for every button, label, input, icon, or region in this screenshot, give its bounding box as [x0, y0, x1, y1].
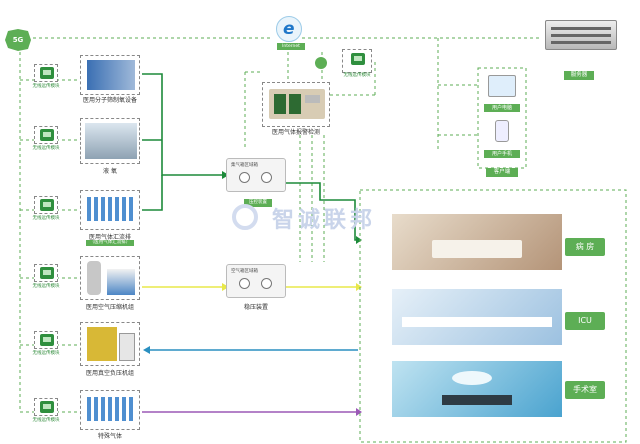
pressure-gauge-icon [261, 278, 272, 289]
room-image-surgery [392, 361, 562, 417]
pressure-gauge-icon [239, 278, 250, 289]
wireless-module-1 [34, 64, 58, 82]
valve-title-1: 集气箱区域箱 [231, 163, 258, 168]
source-label-2: 液 氧 [103, 168, 117, 175]
wireless-module-4 [34, 264, 58, 282]
wireless-tag-4: 无线远传模块 [32, 284, 60, 289]
room-label-icu: ICU [565, 312, 605, 330]
wireless-module-2 [34, 126, 58, 144]
source-box-3 [80, 190, 140, 230]
wireless-module-3 [34, 196, 58, 214]
room-image-ward [392, 214, 562, 270]
monitor-label: 医用气体报警检测 [271, 129, 320, 136]
valve-title-2: 空气箱区域箱 [231, 269, 258, 274]
source-label-1: 医用分子筛制氧设备 [82, 97, 137, 104]
pressure-gauge-icon [239, 172, 250, 183]
monitor-box [262, 82, 330, 127]
source-box-4 [80, 256, 140, 300]
source-label-5: 医用真空负压机组 [85, 370, 134, 377]
source-box-2 [80, 118, 140, 164]
valve-box-1: 集气箱区域箱 [226, 158, 286, 192]
user-pc-icon [488, 75, 516, 97]
valve-label-1: 压控装置 [244, 199, 272, 207]
source-label-3: 医用气体汇流排 [88, 234, 131, 241]
wireless-tag-1: 无线远传模块 [32, 84, 60, 89]
source-label-6: 特殊气体 [97, 433, 122, 440]
user-phone-label: 用户手机 [484, 150, 520, 158]
five-g-label: 5G [12, 36, 24, 44]
five-g-small-icon [315, 57, 327, 69]
wireless-tag-6: 无线远传模块 [32, 418, 60, 423]
wireless-module-5 [34, 331, 58, 349]
source-box-6 [80, 390, 140, 430]
internet-label: Internet [277, 43, 305, 50]
server-label: 服务器 [564, 71, 594, 80]
room-label-ward: 病 房 [565, 238, 605, 256]
wireless-module-top [342, 49, 372, 73]
client-title: 客户端 [486, 168, 518, 177]
wireless-tag: 无线远传模块 [343, 73, 371, 78]
wireless-module-6 [34, 398, 58, 416]
wireless-tag-3: 无线远传模块 [32, 216, 60, 221]
source-sub-3: （医用气体汇流排） [86, 240, 134, 246]
valve-label-2: 稳压装置 [243, 304, 268, 311]
user-phone-icon [495, 120, 509, 142]
source-label-4: 医用空气压缩机组 [85, 304, 134, 311]
brand-watermark: 智诚联邦 [272, 208, 377, 233]
wireless-tag-5: 无线远传模块 [32, 351, 60, 356]
internet-globe-icon: e [276, 16, 302, 42]
pressure-gauge-icon [261, 172, 272, 183]
server-icon [545, 20, 617, 50]
user-pc-label: 用户电脑 [484, 104, 520, 112]
five-g-badge-shape [5, 29, 31, 51]
room-image-icu [392, 289, 562, 345]
valve-box-2: 空气箱区域箱 [226, 264, 286, 298]
source-box-1 [80, 55, 140, 95]
room-label-surgery: 手术室 [565, 381, 605, 399]
wireless-tag-2: 无线远传模块 [32, 146, 60, 151]
brand-logo-icon [232, 204, 258, 230]
wireless-module-icon [351, 53, 365, 65]
source-box-5 [80, 322, 140, 366]
